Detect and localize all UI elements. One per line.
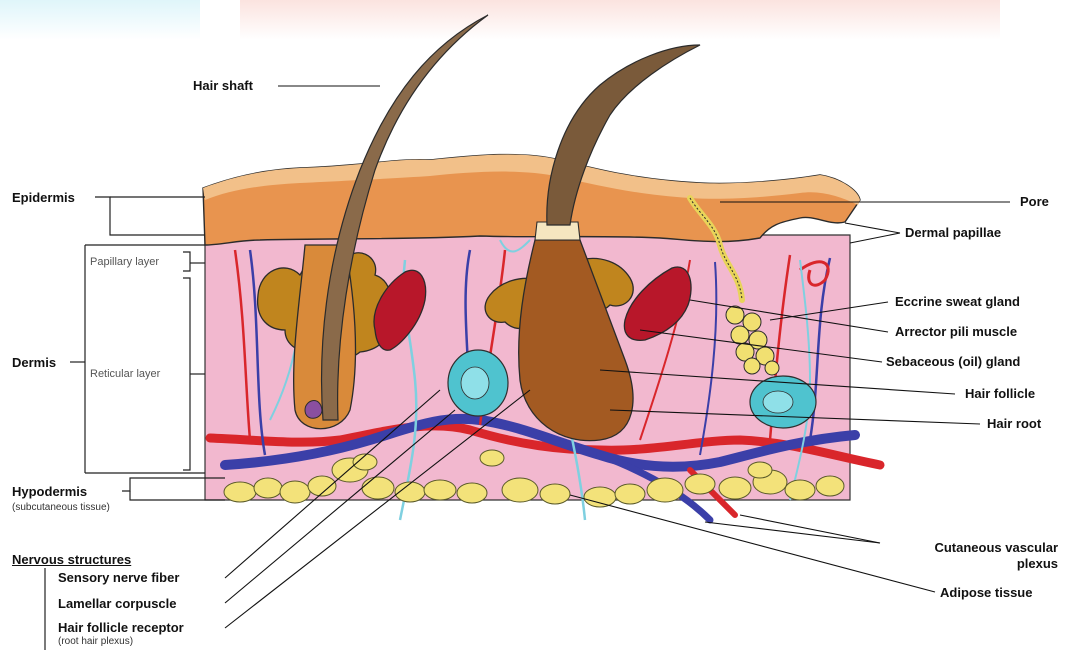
label-sebaceous-gland: Sebaceous (oil) gland [886, 354, 1020, 369]
label-hypodermis: Hypodermis [12, 484, 87, 499]
label-cutaneous-vascular-plexus-1: Cutaneous vascular [902, 540, 1058, 555]
lamellar-corpuscle-core [763, 391, 793, 413]
label-sensory-nerve-fiber: Sensory nerve fiber [58, 570, 179, 585]
label-dermis: Dermis [12, 355, 56, 370]
label-dermal-papillae: Dermal papillae [905, 225, 1001, 240]
label-eccrine-sweat-gland: Eccrine sweat gland [895, 294, 1020, 309]
label-pore: Pore [1020, 194, 1049, 209]
label-nervous-structures: Nervous structures [12, 552, 131, 567]
label-hypodermis-sub: (subcutaneous tissue) [12, 502, 110, 513]
hair-bulb-papilla-left [305, 401, 322, 419]
label-hair-root: Hair root [987, 416, 1041, 431]
label-epidermis: Epidermis [12, 190, 75, 205]
label-hair-follicle: Hair follicle [965, 386, 1035, 401]
label-cutaneous-vascular-plexus-2: plexus [902, 556, 1058, 571]
label-reticular-layer: Reticular layer [90, 368, 160, 380]
label-hair-follicle-receptor-sub: (root hair plexus) [58, 636, 133, 647]
label-adipose-tissue: Adipose tissue [940, 585, 1032, 600]
label-papillary-layer: Papillary layer [90, 256, 159, 268]
label-hair-shaft: Hair shaft [193, 78, 253, 93]
label-arrector-pili-muscle: Arrector pili muscle [895, 324, 1017, 339]
label-hair-follicle-receptor: Hair follicle receptor [58, 620, 184, 635]
label-lamellar-corpuscle: Lamellar corpuscle [58, 596, 177, 611]
lamellar-corpuscle-core [461, 367, 489, 399]
